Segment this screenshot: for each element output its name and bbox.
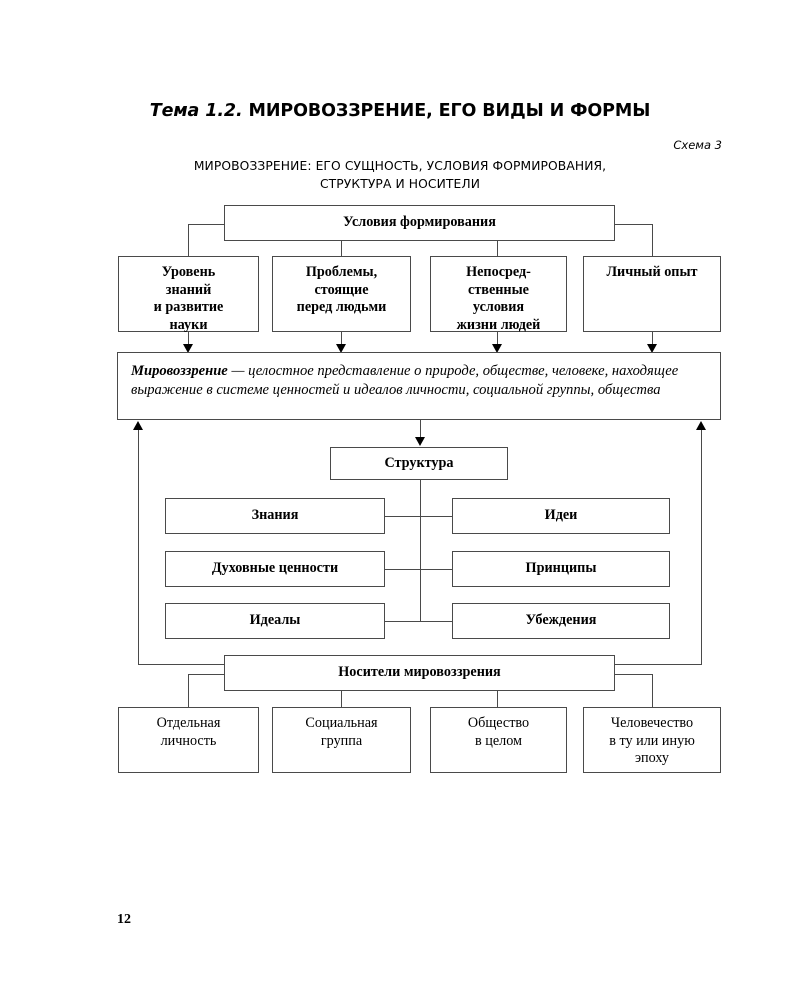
- arrow-head-cond-2: [336, 344, 346, 353]
- structure-left-box-2-label: Духовные ценности: [211, 560, 339, 577]
- connector-carriers-right-v: [652, 674, 653, 707]
- structure-left-box-2: Духовные ценности: [165, 551, 385, 587]
- feedback-left-h: [138, 664, 225, 665]
- structure-row-1-connector: [384, 516, 453, 517]
- carrier-box-2: Социальная группа: [272, 707, 411, 773]
- conditions-header-box: Условия формирования: [224, 205, 615, 241]
- condition-box-4-label: Личный опыт: [606, 264, 698, 280]
- scheme-label: Схема 3: [673, 138, 722, 152]
- structure-right-box-3-label: Убеждения: [525, 612, 597, 629]
- arrow-line-structure: [420, 420, 421, 439]
- arrow-head-cond-1: [183, 344, 193, 353]
- conditions-header-label: Условия формирования: [343, 214, 496, 231]
- carrier-box-4-label: Человечество в ту или иную эпоху: [609, 715, 695, 766]
- connector-conditions-right-h: [614, 224, 653, 225]
- carrier-box-2-label: Социальная группа: [305, 715, 378, 749]
- carrier-box-1: Отдельная личность: [118, 707, 259, 773]
- page-number: 12: [117, 912, 131, 927]
- definition-dash: —: [227, 363, 249, 379]
- arrow-line-cond-1: [188, 332, 189, 345]
- connector-conditions-left-h: [188, 224, 225, 225]
- carrier-box-3-label: Общество в целом: [467, 715, 530, 749]
- condition-box-2: Проблемы, стоящие перед людьми: [272, 256, 411, 332]
- arrow-head-structure: [415, 437, 425, 446]
- feedback-right-v: [701, 430, 702, 665]
- feedback-left-v: [138, 430, 139, 665]
- structure-spine: [420, 480, 421, 621]
- topic-title-text: МИРОВОЗЗРЕНИЕ, ЕГО ВИДЫ И ФОРМЫ: [248, 101, 651, 121]
- structure-left-box-1-label: Знания: [251, 507, 299, 524]
- carrier-box-1-label: Отдельная личность: [156, 715, 221, 749]
- feedback-right-arrow-head: [696, 421, 706, 430]
- scheme-caption: МИРОВОЗЗРЕНИЕ: ЕГО СУЩНОСТЬ, УСЛОВИЯ ФОР…: [0, 157, 800, 193]
- definition-box: Мировоззрение — целостное представление …: [117, 352, 721, 420]
- condition-box-1: Уровень знаний и развитие науки: [118, 256, 259, 333]
- topic-prefix: Тема 1.2.: [149, 101, 243, 121]
- structure-row-3-connector: [384, 621, 453, 622]
- structure-right-box-1-label: Идеи: [544, 507, 578, 524]
- structure-right-box-2-label: Принципы: [525, 560, 597, 577]
- definition-text: целостное представление о природе, общес…: [131, 363, 679, 399]
- arrow-line-cond-3: [497, 332, 498, 345]
- arrow-line-cond-4: [652, 332, 653, 345]
- structure-row-2-connector: [384, 569, 453, 570]
- connector-carriers-left-v: [188, 674, 189, 707]
- carriers-header-box: Носители мировоззрения: [224, 655, 615, 691]
- feedback-left-arrow-head: [133, 421, 143, 430]
- connector-carriers-inner-2: [497, 690, 498, 707]
- carrier-box-4: Человечество в ту или иную эпоху: [583, 707, 721, 773]
- connector-carriers-inner-1: [341, 690, 342, 707]
- condition-box-3: Непосред- ственные условия жизни людей: [430, 256, 567, 333]
- structure-left-box-3: Идеалы: [165, 603, 385, 639]
- connector-conditions-inner-1: [341, 240, 342, 256]
- arrow-line-cond-2: [341, 332, 342, 345]
- scheme-caption-line-1: МИРОВОЗЗРЕНИЕ: ЕГО СУЩНОСТЬ, УСЛОВИЯ ФОР…: [193, 159, 607, 173]
- structure-header-box: Структура: [330, 447, 508, 480]
- feedback-right-h: [614, 664, 702, 665]
- condition-box-2-label: Проблемы, стоящие перед людьми: [296, 264, 387, 315]
- structure-header-label: Структура: [384, 454, 454, 471]
- condition-box-4: Личный опыт: [583, 256, 721, 332]
- structure-right-box-3: Убеждения: [452, 603, 670, 639]
- connector-conditions-inner-2: [497, 240, 498, 256]
- page-title: Тема 1.2. МИРОВОЗЗРЕНИЕ, ЕГО ВИДЫ И ФОРМ…: [0, 101, 800, 121]
- carrier-box-3: Общество в целом: [430, 707, 567, 773]
- condition-box-3-label: Непосред- ственные условия жизни людей: [456, 264, 541, 333]
- structure-left-box-3-label: Идеалы: [249, 612, 301, 629]
- connector-conditions-left-v: [188, 224, 189, 256]
- connector-carriers-left-h: [188, 674, 225, 675]
- carriers-header-label: Носители мировоззрения: [338, 664, 501, 681]
- structure-right-box-2: Принципы: [452, 551, 670, 587]
- arrow-head-cond-3: [492, 344, 502, 353]
- structure-right-box-1: Идеи: [452, 498, 670, 534]
- scheme-caption-line-2: СТРУКТУРА И НОСИТЕЛИ: [319, 177, 481, 191]
- structure-left-box-1: Знания: [165, 498, 385, 534]
- arrow-head-cond-4: [647, 344, 657, 353]
- connector-carriers-right-h: [614, 674, 653, 675]
- connector-conditions-right-v: [652, 224, 653, 256]
- condition-box-1-label: Уровень знаний и развитие науки: [153, 264, 224, 333]
- definition-term: Мировоззрение: [131, 363, 228, 379]
